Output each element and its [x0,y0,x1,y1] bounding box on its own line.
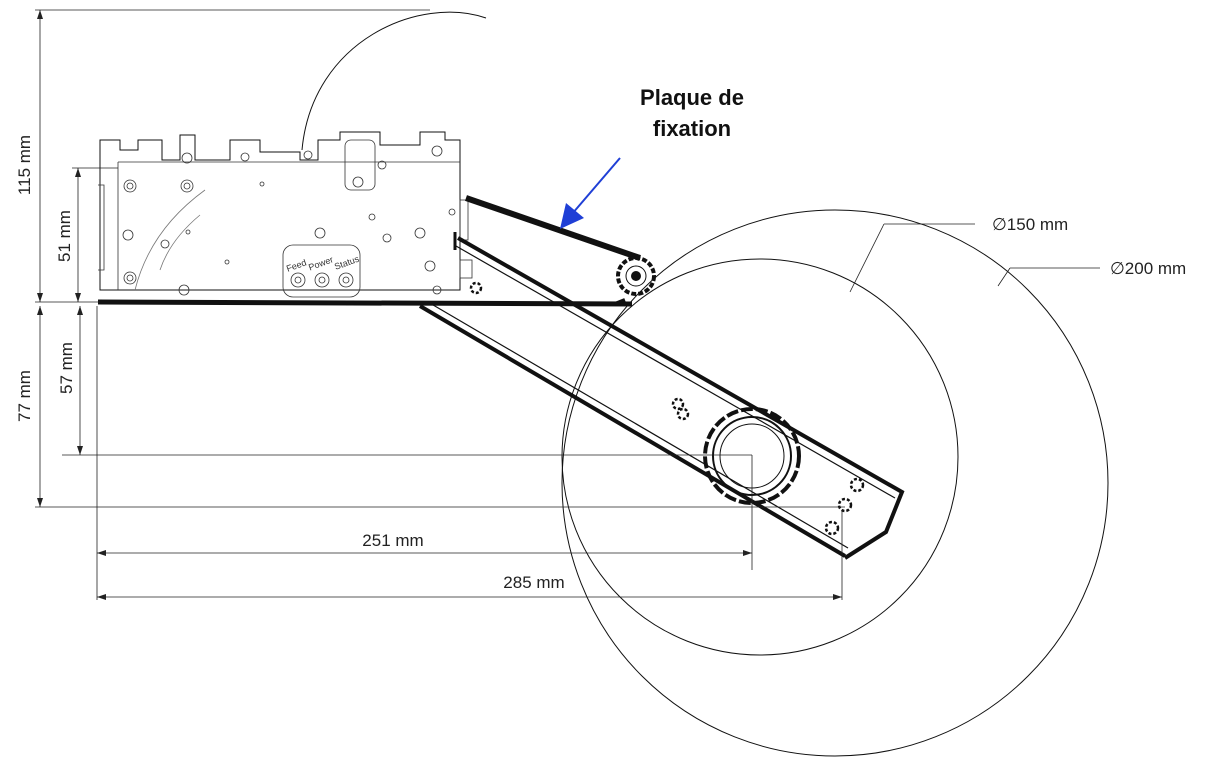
panel-label-feed: Feed [285,257,308,273]
panel-label-status: Status [333,254,361,272]
dim-width-center: 251 mm [362,531,423,550]
panel-label-power: Power [307,254,334,272]
roll-circle-200 [561,209,1109,757]
printer-body [98,131,473,291]
dim-width-total: 285 mm [503,573,564,592]
dim-diameter-large: ∅200 mm [1110,259,1186,278]
dim-height-lower: 57 mm [57,342,76,394]
dim-height-total: 115 mm [15,135,34,195]
callout-line-2: fixation [653,116,731,141]
dimension-lines [35,9,1100,600]
dim-height-upper: 51 mm [55,210,74,262]
roll-arc [301,11,487,151]
base-plate [97,299,633,307]
control-panel: Feed Power Status [282,244,361,298]
callout-line-1: Plaque de [640,85,744,110]
dim-height-lower-total: 77 mm [15,370,34,422]
upper-mounting-plate [465,195,641,261]
roll-holder-arm [418,232,905,560]
dim-diameter-small: ∅150 mm [992,215,1068,234]
upper-roller [614,256,656,306]
dimension-arrows [37,10,842,600]
callout-arrow [560,157,621,229]
body-screws [122,145,456,296]
roll-circle-150 [561,258,959,656]
arm-holes [469,281,865,536]
